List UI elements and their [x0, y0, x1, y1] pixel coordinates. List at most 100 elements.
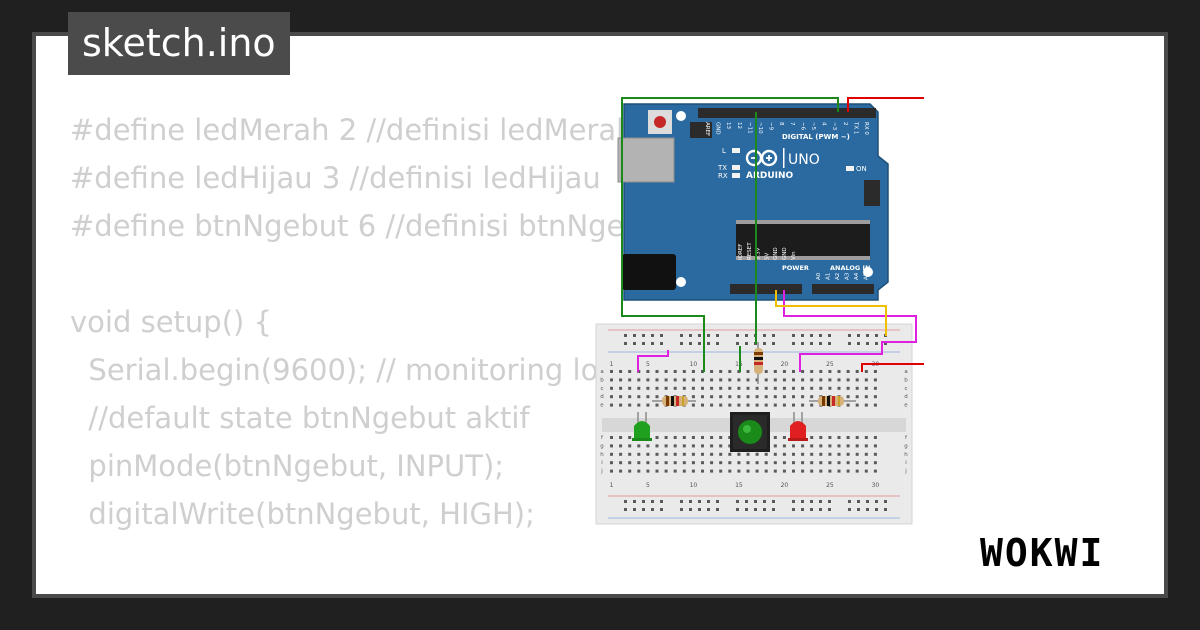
breadboard-column-number: 1: [610, 361, 614, 368]
breadboard-column-number: 25: [826, 482, 834, 489]
code-line: #define btnNgebut 6 //definisi btnNgebut: [70, 209, 673, 243]
icsp2-header: [690, 122, 712, 138]
analog-label: ANALOG IN: [830, 264, 870, 272]
power-pin-label: 5V: [764, 253, 770, 260]
led-rx: [732, 173, 740, 178]
breadboard-column-number: 10: [690, 361, 698, 368]
digital-pin-label: ~3: [831, 122, 837, 131]
usb-port: [617, 137, 675, 183]
power-pin-label: 3.3V: [756, 247, 762, 260]
analog-pin-label: A1: [826, 273, 832, 280]
code-line: //default state btnNgebut aktif: [70, 401, 530, 435]
breadboard-row-letter: g: [600, 443, 604, 449]
digital-pin-label: 7: [789, 122, 795, 126]
digital-pin-label: RX 0: [863, 122, 869, 135]
digital-label: DIGITAL (PWM ~): [782, 133, 850, 141]
breadboard-row-letter: e: [600, 403, 604, 409]
code-line: digitalWrite(btnNgebut, HIGH);: [70, 497, 535, 531]
label-rx: RX: [718, 172, 728, 180]
digital-pin-label: ~5: [810, 122, 816, 131]
breadboard-row-letter: i: [905, 460, 907, 466]
breadboard-row-letter: h: [600, 452, 604, 458]
breadboard-row-letter: j: [600, 469, 603, 475]
breadboard-row-letter: a: [600, 369, 603, 375]
reset-button-cap: [654, 116, 666, 128]
code-line: //set ledMerah sebagai OUTPUT: [70, 586, 673, 594]
led-on: [846, 166, 854, 171]
digital-pin-label: 12: [736, 122, 742, 129]
breadboard-row-letter: a: [904, 369, 907, 375]
power-jack: [622, 254, 676, 290]
led-tx: [732, 165, 740, 170]
label-l: L: [722, 147, 726, 155]
breadboard-column-number: 20: [781, 361, 789, 368]
breadboard-column-number: 10: [690, 482, 698, 489]
led-red: [788, 412, 808, 441]
digital-pin-label: 2: [842, 122, 848, 126]
code-line: #define ledMerah 2 //definisi ledMerah: [70, 113, 635, 147]
code-line: #define ledHijau 3 //definisi ledHijau: [70, 161, 601, 195]
wokwi-logo-text: WOKWI: [980, 531, 1104, 575]
breadboard-row-letter: d: [600, 394, 604, 400]
digital-pin-label: ~6: [799, 122, 805, 131]
digital-pin-label: ~10: [757, 122, 763, 134]
power-pin-label: GND: [773, 247, 779, 260]
breadboard-row-letter: c: [600, 386, 603, 392]
push-button-cap: [738, 420, 762, 444]
resistor-red-led: [809, 396, 856, 406]
breadboard-column-number: 1: [610, 482, 614, 489]
analog-header: [812, 284, 874, 294]
power-pin-label: IOREF: [738, 244, 744, 260]
power-pin-label: Vin: [791, 251, 797, 260]
breadboard-row-letter: j: [904, 469, 907, 475]
breadboard-row-letter: b: [600, 377, 604, 383]
wokwi-logo[interactable]: WOKWI: [976, 522, 1152, 580]
wire-gnd-green: [621, 97, 839, 372]
microcontroller-chip: [736, 224, 870, 256]
code-line: void setup() {: [70, 305, 272, 339]
digital-pin-label: ~11: [746, 122, 752, 134]
digital-pin-label: AREF: [704, 122, 710, 136]
arduino-logo-icon: [745, 149, 778, 167]
led-green: [632, 412, 652, 441]
digital-header: [698, 108, 876, 118]
breadboard-column-number: 5: [646, 482, 650, 489]
breadboard-row-letter: d: [904, 394, 908, 400]
digital-pin-label: 13: [725, 122, 731, 129]
analog-pin-label: A3: [845, 272, 851, 280]
code-line: [70, 250, 673, 298]
arduino-uno-board: L TX RX ON DIGITAL (PWM ~) UNO ARDUINO P…: [617, 103, 889, 301]
digital-pin-label: 4: [821, 122, 827, 126]
analog-pin-label: A5: [864, 272, 870, 280]
code-preview: #define ledMerah 2 //definisi ledMerah #d…: [70, 106, 673, 594]
wire-magenta-left: [637, 350, 669, 372]
breadboard-column-number: 5: [646, 361, 650, 368]
code-line: Serial.begin(9600); // monitoring log: [70, 353, 617, 387]
label-on: ON: [856, 165, 867, 173]
breadboard-row-letter: f: [601, 435, 604, 441]
push-button: [730, 412, 770, 452]
wires: [621, 97, 924, 372]
digital-pin-label: 8: [778, 122, 784, 126]
analog-pin-label: A2: [835, 273, 841, 280]
label-tx: TX: [717, 164, 727, 172]
power-label: POWER: [782, 264, 809, 272]
breadboard-row-letter: g: [904, 443, 908, 449]
breadboard-row-letter: b: [904, 377, 908, 383]
breadboard-row-letter: i: [601, 460, 603, 466]
breadboard-row-letter: h: [904, 452, 908, 458]
breadboard-row-letter: f: [905, 435, 908, 441]
power-pin-label: GND: [782, 247, 788, 260]
breadboard-column-number: 25: [826, 361, 834, 368]
breadboard-column-number: 15: [735, 482, 743, 489]
breadboard-row-letter: e: [904, 403, 908, 409]
resistor-button-pullup: [754, 342, 763, 384]
led-l: [732, 148, 740, 153]
breadboard-row-letter: c: [904, 386, 907, 392]
analog-pin-label: A4: [854, 272, 860, 280]
code-line: [70, 538, 673, 586]
filename-tab[interactable]: sketch.ino: [68, 12, 290, 75]
board-brand: ARDUINO: [746, 171, 794, 181]
digital-pin-label: TX 1: [852, 121, 858, 134]
breadboard-column-number: 15: [735, 361, 743, 368]
